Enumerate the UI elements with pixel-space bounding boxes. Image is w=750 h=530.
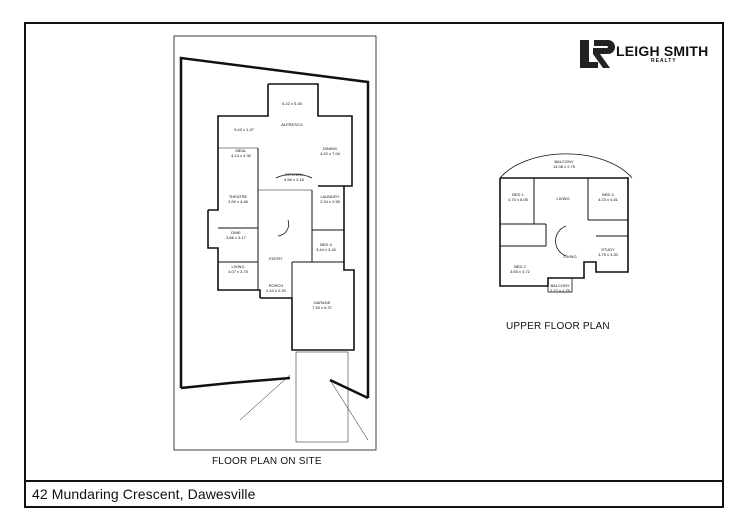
ground-plan-caption: FLOOR PLAN ON SITE xyxy=(212,456,322,467)
brand-logo-icon xyxy=(580,40,615,68)
ground-room-dims: 4.07 x 3.75 xyxy=(228,269,249,274)
ground-room-name: BED 4 xyxy=(320,242,332,247)
ground-room-dims: 6.22 x 5.45 xyxy=(282,101,303,106)
ground-room-name: LAUNDRY xyxy=(320,194,339,199)
ground-room-dims: 2.34 x 2.55 xyxy=(320,199,341,204)
ground-room-dims: 4.14 x 4.30 xyxy=(231,153,252,158)
ground-room-name: KITCHEN xyxy=(285,172,303,177)
upper-floor xyxy=(499,153,633,293)
ground-labels: 6.22 x 5.45 ALFRESCO 9.43 x 1.47 MEAL 4.… xyxy=(226,101,341,310)
upper-labels: BALCONY 14.08 x 2.75 BED 1 4.70 x 6.05 L… xyxy=(508,159,619,293)
ground-room-dims: 3.44 x 3.40 xyxy=(316,247,337,252)
ground-room-name: THEATRE xyxy=(229,194,248,199)
upper-room-dims: 4.70 x 6.05 xyxy=(508,197,529,202)
ground-room-dims: 2.44 x 2.20 xyxy=(266,288,287,293)
page-frame xyxy=(24,22,724,508)
ground-room-name: GARAGE xyxy=(313,300,330,305)
ground-room-name: PORCH xyxy=(269,283,284,288)
ground-room-name: LIVING xyxy=(231,264,244,269)
upper-room-name: BED 2 xyxy=(514,264,526,269)
upper-room-name: BALCONY xyxy=(554,159,573,164)
upper-room-dims: 14.08 x 2.75 xyxy=(553,164,576,169)
ground-room-name: DINING xyxy=(323,146,337,151)
site-outline xyxy=(173,35,377,451)
property-address: 42 Mundaring Crescent, Dawesville xyxy=(32,486,256,502)
brand-name: LEIGH SMITH xyxy=(616,43,709,59)
ground-room-dims: 3.90 x 4.46 xyxy=(228,199,249,204)
footer-divider xyxy=(24,480,724,482)
upper-room-name: BALCONY xyxy=(550,283,569,288)
upper-room-dims: 3.75 x 3.30 xyxy=(598,252,619,257)
upper-room-dims: 4.23 x 4.51 xyxy=(598,197,619,202)
upper-room-name: LIVING xyxy=(556,196,569,201)
ground-room-name: DINE xyxy=(231,230,241,235)
ground-room-name: ENTRY xyxy=(269,256,283,261)
upper-room-name: BED 1 xyxy=(512,192,524,197)
ground-room-dims: 7.39 x 6.37 xyxy=(312,305,333,310)
ground-room-dims: 4.92 x 7.04 xyxy=(320,151,341,156)
upper-room-dims: 2.77 x 1.75 xyxy=(550,288,571,293)
ground-room-dims: 9.43 x 1.47 xyxy=(234,127,255,132)
ground-room-name: MEAL xyxy=(236,148,248,153)
ground-floor xyxy=(207,83,355,351)
ground-room-name: ALFRESCO xyxy=(281,122,303,127)
upper-plan-caption: UPPER FLOOR PLAN xyxy=(506,321,610,332)
ground-room-dims: 4.96 x 3.16 xyxy=(284,177,305,182)
upper-room-dims: 3.65 x 3.72 xyxy=(510,269,531,274)
brand-sub: REALTY xyxy=(651,58,677,64)
upper-room-name: LIVING xyxy=(563,254,576,259)
upper-room-name: BED 3 xyxy=(602,192,614,197)
upper-room-name: STUDY xyxy=(601,247,615,252)
ground-room-dims: 3.66 x 3.17 xyxy=(226,235,247,240)
